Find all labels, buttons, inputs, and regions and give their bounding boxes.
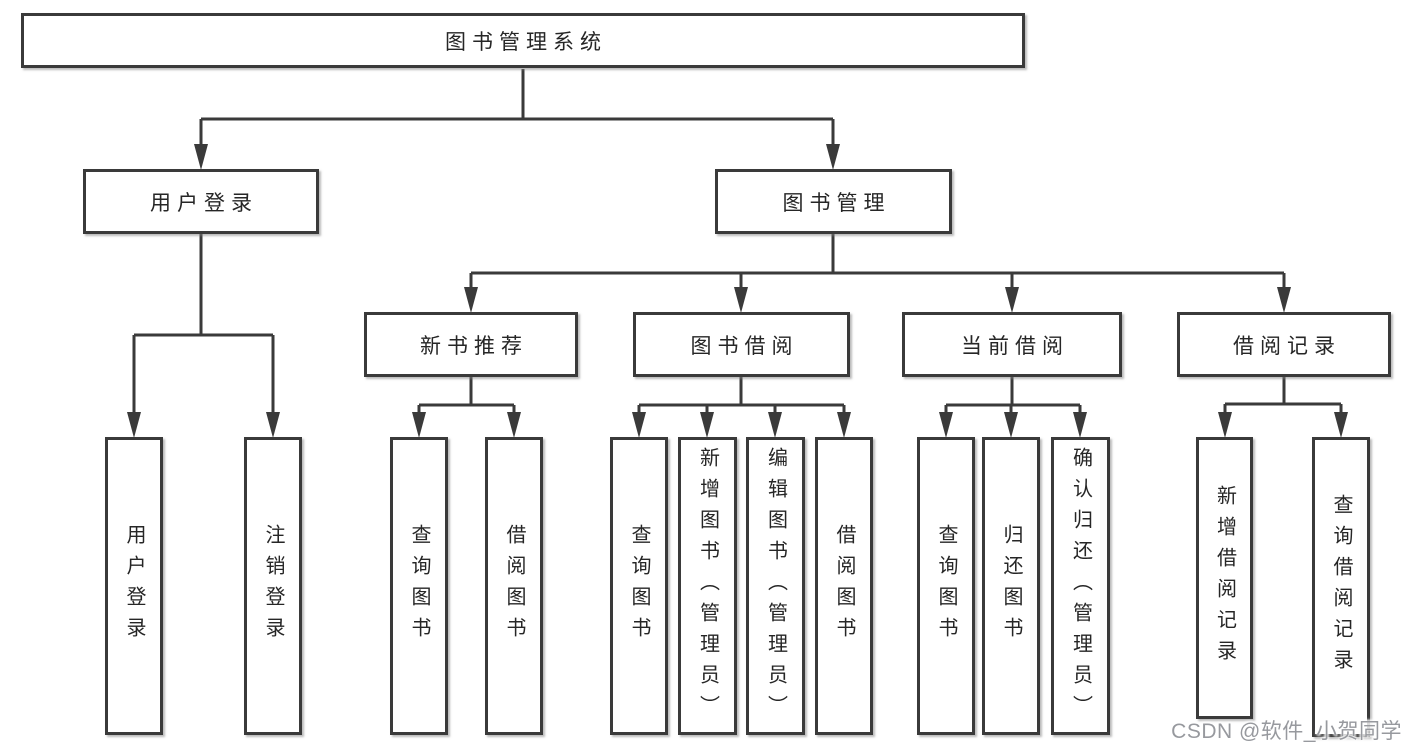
node-label: 图书管理系统: [445, 30, 607, 54]
node-label: 当前借阅: [961, 334, 1069, 358]
leaf-current-query-books: 查询图书: [917, 437, 975, 735]
connector-root-to-level2: [194, 69, 840, 170]
connector-bookborrow-to-children: [632, 376, 851, 438]
leaf-newbook-query-books: 查询图书: [390, 437, 448, 735]
connector-borrowrecord-to-children: [1218, 376, 1348, 438]
node-label: 新增图书（管理员）: [696, 446, 719, 726]
node-current-borrow: 当前借阅: [902, 312, 1122, 377]
leaf-borrow-edit-books-admin: 编辑图书（管理员）: [746, 437, 805, 735]
node-label: 新书推荐: [420, 334, 528, 358]
node-label: 借阅记录: [1233, 334, 1341, 358]
node-label: 图书借阅: [690, 334, 799, 358]
node-label: 查询借阅记录: [1330, 494, 1352, 680]
connector-bookmgmt-to-level3: [464, 233, 1291, 313]
leaf-borrow-query-books: 查询图书: [610, 437, 668, 735]
node-book-management: 图书管理: [715, 169, 952, 234]
node-label: 用户登录: [123, 524, 145, 648]
node-label: 图书管理: [782, 191, 891, 215]
node-label: 新增借阅记录: [1213, 485, 1236, 671]
leaf-user-login: 用户登录: [105, 437, 163, 735]
node-user-login: 用户登录: [83, 169, 319, 234]
leaf-logout: 注销登录: [244, 437, 302, 735]
node-borrow-records: 借阅记录: [1177, 312, 1391, 377]
node-label: 查询图书: [628, 524, 650, 648]
node-label: 确认归还（管理员）: [1069, 446, 1092, 726]
node-label: 编辑图书（管理员）: [764, 446, 787, 726]
leaf-record-add-record: 新增借阅记录: [1196, 437, 1253, 719]
node-label: 查询图书: [408, 524, 430, 648]
node-label: 归还图书: [1000, 524, 1022, 648]
node-label: 借阅图书: [833, 524, 855, 648]
watermark: CSDN @软件_小贺同学: [1171, 720, 1402, 743]
node-label: 查询图书: [935, 524, 957, 648]
leaf-current-return-books: 归还图书: [982, 437, 1040, 735]
leaf-borrow-add-books-admin: 新增图书（管理员）: [678, 437, 737, 735]
leaf-record-query-record: 查询借阅记录: [1312, 437, 1370, 737]
node-library-system: 图书管理系统: [21, 13, 1025, 68]
leaf-current-confirm-return-admin: 确认归还（管理员）: [1051, 437, 1110, 735]
connector-currentborrow-to-children: [939, 376, 1087, 438]
node-new-book-recommend: 新书推荐: [364, 312, 578, 377]
connector-newbook-to-children: [412, 376, 521, 438]
connector-userlogin-to-children: [127, 233, 280, 438]
leaf-newbook-borrow-books: 借阅图书: [485, 437, 543, 735]
leaf-borrow-borrow-books: 借阅图书: [815, 437, 873, 735]
node-book-borrow: 图书借阅: [633, 312, 850, 377]
node-label: 注销登录: [262, 524, 284, 648]
node-label: 借阅图书: [503, 524, 525, 648]
node-label: 用户登录: [150, 191, 258, 215]
